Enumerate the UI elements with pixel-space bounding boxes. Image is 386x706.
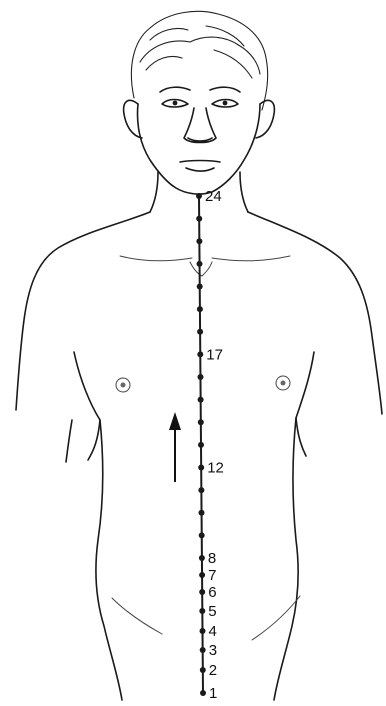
meridian-point-12 (198, 465, 204, 471)
right-shoulder-arm (248, 212, 382, 414)
right-inner-arm (296, 352, 314, 456)
right-torso-side (274, 418, 298, 700)
meridian-point-24 (196, 193, 202, 199)
nose (184, 108, 216, 143)
meridian-label-8: 8 (208, 550, 216, 567)
meridian-label-24: 24 (205, 188, 222, 205)
upward-arrow (169, 412, 181, 482)
meridian-point-23 (196, 216, 202, 222)
meridian-label-2: 2 (209, 662, 217, 679)
meridian-point-14 (198, 419, 204, 425)
meridian-line (196, 193, 206, 696)
right-nipple-center (281, 381, 286, 386)
left-shoulder-arm (16, 212, 150, 410)
meridian-point-4 (200, 628, 206, 634)
meridian-point-6 (199, 589, 205, 595)
right-pupil (223, 101, 228, 106)
meridian-point-18 (197, 329, 203, 335)
meridian-label-6: 6 (208, 584, 216, 601)
right-eyebrow (210, 87, 240, 92)
meridian-labels: 12345678121724 (205, 188, 224, 702)
meridian-point-20 (197, 284, 203, 290)
left-torso-side (96, 420, 122, 700)
meridian-point-11 (198, 487, 204, 493)
hair (131, 11, 267, 110)
meridian-point-1 (200, 690, 206, 696)
meridian-point-2 (200, 667, 206, 673)
meridian-point-3 (200, 647, 206, 653)
right-groin-line (252, 596, 300, 640)
meridian-label-4: 4 (209, 623, 217, 640)
left-pupil (173, 101, 178, 106)
left-clavicle (120, 256, 192, 261)
neck-left (150, 172, 158, 212)
left-nipple-center (121, 383, 126, 388)
mouth (180, 161, 220, 172)
meridian-point-9 (199, 532, 205, 538)
left-groin-line (112, 598, 162, 634)
meridian-label-7: 7 (208, 567, 216, 584)
meridian-label-5: 5 (208, 603, 216, 620)
meridian-point-19 (197, 306, 203, 312)
meridian-point-13 (198, 442, 204, 448)
meridian-point-10 (199, 510, 205, 516)
right-clavicle (212, 256, 290, 261)
meridian-label-3: 3 (209, 642, 217, 659)
left-eyebrow (160, 87, 190, 92)
meridian-point-5 (199, 608, 205, 614)
meridian-point-22 (196, 238, 202, 244)
meridian-point-17 (197, 351, 203, 357)
meridian-label-17: 17 (206, 346, 223, 363)
meridian-point-7 (199, 572, 205, 578)
left-inner-arm (74, 352, 100, 460)
neck-right (240, 172, 248, 212)
left-forearm-edge (66, 420, 72, 462)
head-outline (138, 104, 261, 194)
meridian-point-15 (198, 397, 204, 403)
meridian-label-12: 12 (207, 460, 224, 477)
meridian-point-21 (197, 261, 203, 267)
meridian-label-1: 1 (209, 685, 217, 702)
meridian-point-16 (198, 374, 204, 380)
meridian-point-8 (199, 555, 205, 561)
